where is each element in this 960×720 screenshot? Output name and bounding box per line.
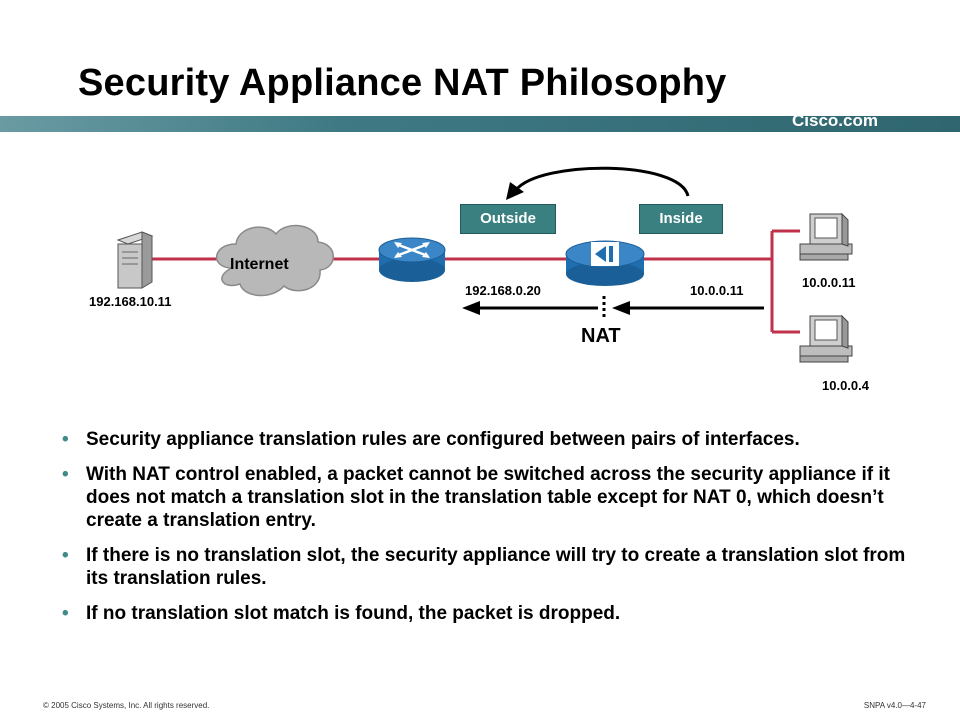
bullet-marker: • — [62, 545, 69, 566]
host-pc-2-icon — [799, 314, 853, 363]
server-icon — [116, 231, 154, 289]
bullet-list: • Security appliance translation rules ar… — [62, 428, 932, 637]
zone-inside-box: Inside — [639, 204, 723, 234]
copyright-footer: © 2005 Cisco Systems, Inc. All rights re… — [43, 701, 210, 710]
server-ip-label: 192.168.10.11 — [89, 294, 172, 309]
host-pc-1-icon — [799, 212, 853, 261]
bullet-item: • If there is no translation slot, the se… — [62, 544, 932, 590]
brand-logo-text: Cisco.com — [792, 111, 878, 130]
bullet-item: • Security appliance translation rules ar… — [62, 428, 932, 451]
nat-label: NAT — [581, 325, 621, 347]
bullet-marker: • — [62, 429, 69, 450]
arrow-left-outside-icon — [462, 301, 598, 315]
bullet-marker: • — [62, 464, 69, 485]
arrow-inside-to-nat-icon — [612, 301, 764, 315]
internet-cloud-icon — [215, 224, 334, 297]
bullet-text: Security appliance translation rules are… — [86, 429, 800, 450]
host2-ip-label: 10.0.0.4 — [822, 378, 869, 393]
bullet-text: If there is no translation slot, the sec… — [86, 545, 906, 589]
slide-title: Security Appliance NAT Philosophy — [78, 62, 727, 104]
bullet-marker: • — [62, 603, 69, 624]
bullet-text: With NAT control enabled, a packet canno… — [86, 464, 890, 531]
outside-ip-label: 192.168.0.20 — [465, 283, 541, 298]
curved-arrow-icon — [506, 166, 690, 200]
host1-ip-label: 10.0.0.11 — [802, 275, 856, 290]
bullet-item: • If no translation slot match is found, … — [62, 602, 932, 625]
link-lines — [152, 229, 800, 334]
header-bar — [0, 116, 960, 132]
inside-ip-label: 10.0.0.11 — [690, 283, 744, 298]
router-icon — [378, 237, 446, 282]
zone-outside-box: Outside — [460, 204, 556, 234]
security-appliance-icon — [565, 240, 645, 286]
internet-label: Internet — [230, 256, 289, 273]
bullet-item: • With NAT control enabled, a packet cann… — [62, 463, 932, 532]
bullet-text: If no translation slot match is found, t… — [86, 603, 621, 624]
course-code-footer: SNPA v4.0—4-47 — [863, 701, 926, 710]
